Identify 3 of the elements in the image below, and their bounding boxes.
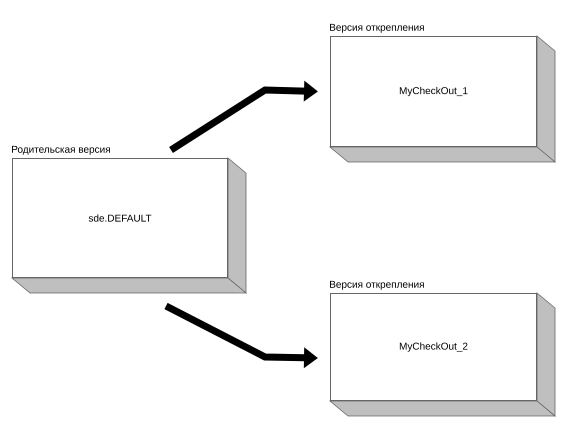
box-heading: Версия открепления (330, 280, 424, 290)
box-heading: Родительская версия (12, 146, 110, 155)
box-heading: Версия открепления (330, 24, 424, 33)
